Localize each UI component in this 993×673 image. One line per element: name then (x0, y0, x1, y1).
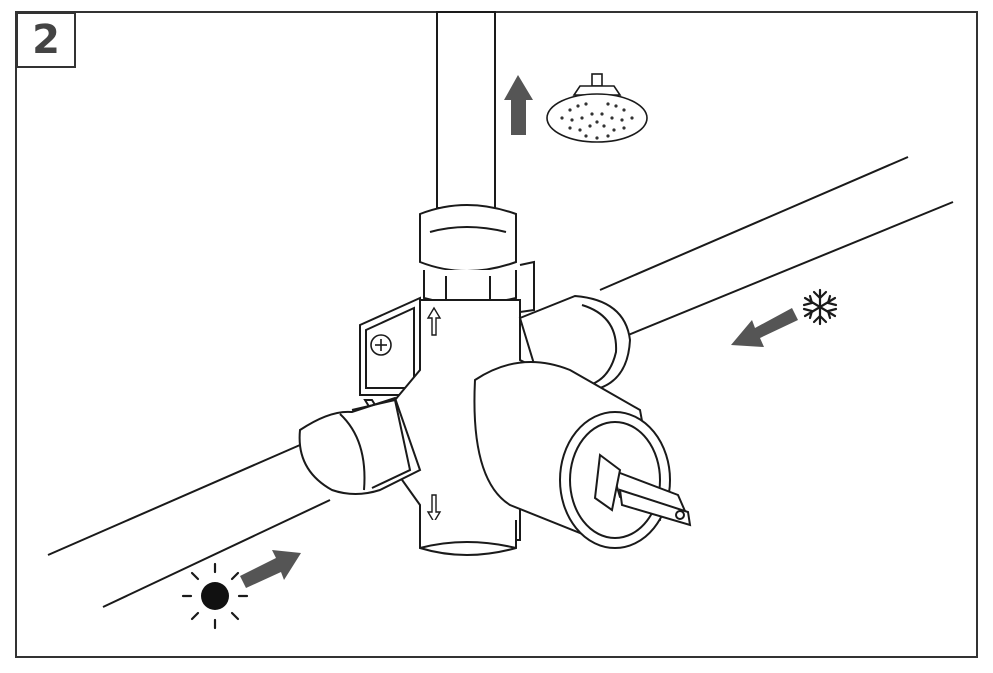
hot-supply-pipe (47, 444, 331, 608)
top-compression-nut (419, 204, 517, 305)
spindle (593, 453, 692, 527)
outlet-pipe (436, 11, 496, 209)
flow-down-arrow-icon (426, 494, 442, 524)
hot-compression-nut (298, 396, 422, 495)
hot-flow-arrow (240, 550, 301, 588)
flow-up-arrow-icon (426, 306, 442, 336)
outer-border (15, 11, 978, 658)
step-number: 2 (32, 17, 60, 63)
bottom-outlet (419, 520, 517, 556)
step-number-box: 2 (16, 12, 76, 68)
outlet-flow-arrow (504, 75, 533, 135)
cold-flow-arrow (731, 308, 798, 347)
shower-head-icon (546, 73, 648, 143)
snowflake-icon (802, 288, 838, 326)
cold-supply-pipe (599, 156, 954, 341)
screw-icon (370, 334, 392, 356)
sun-icon (181, 562, 249, 630)
